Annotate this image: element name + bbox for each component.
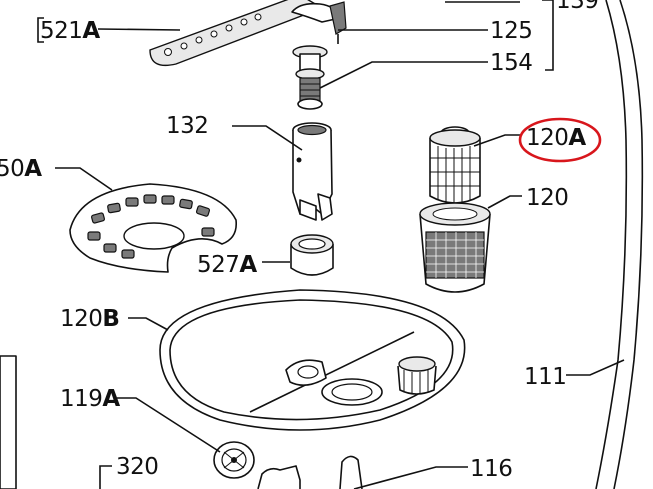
bracket-139 (445, 0, 554, 71)
label-111: 111 (524, 364, 566, 390)
label-116: 116 (470, 456, 512, 482)
label-120A: 120A (526, 125, 586, 151)
filter-part-120 (419, 202, 491, 293)
wheel-part-119A (213, 441, 255, 479)
bracket-521A (37, 17, 44, 43)
plug-part-154 (292, 45, 328, 110)
filter-plate-part-120B (159, 289, 466, 431)
label-120B: 120B (60, 306, 119, 332)
label-125: 125 (490, 18, 532, 44)
spray-arm-part (149, 0, 324, 67)
label-50A: 50A (0, 156, 42, 182)
leader-lines (55, 28, 625, 489)
part-labels: 521A 125 154 139 132 120A 50A 120 527A 1… (0, 0, 599, 482)
highlight-circle (518, 117, 602, 163)
nozzle-part-125 (291, 1, 347, 44)
label-120: 120 (526, 185, 568, 211)
bottom-parts (0, 355, 363, 489)
tube-part-132 (292, 122, 333, 221)
filter-part-120A (429, 126, 481, 204)
label-154: 154 (490, 50, 532, 76)
label-527A: 527A (197, 252, 257, 278)
ring-part-527A (290, 234, 334, 276)
housing-part-111 (595, 0, 644, 489)
disc-part-50A (69, 183, 238, 273)
label-132: 132 (166, 113, 208, 139)
label-119A: 119A (60, 386, 120, 412)
label-320: 320 (116, 454, 158, 480)
label-139: 139 (556, 0, 598, 14)
label-521A: 521A (40, 18, 100, 44)
